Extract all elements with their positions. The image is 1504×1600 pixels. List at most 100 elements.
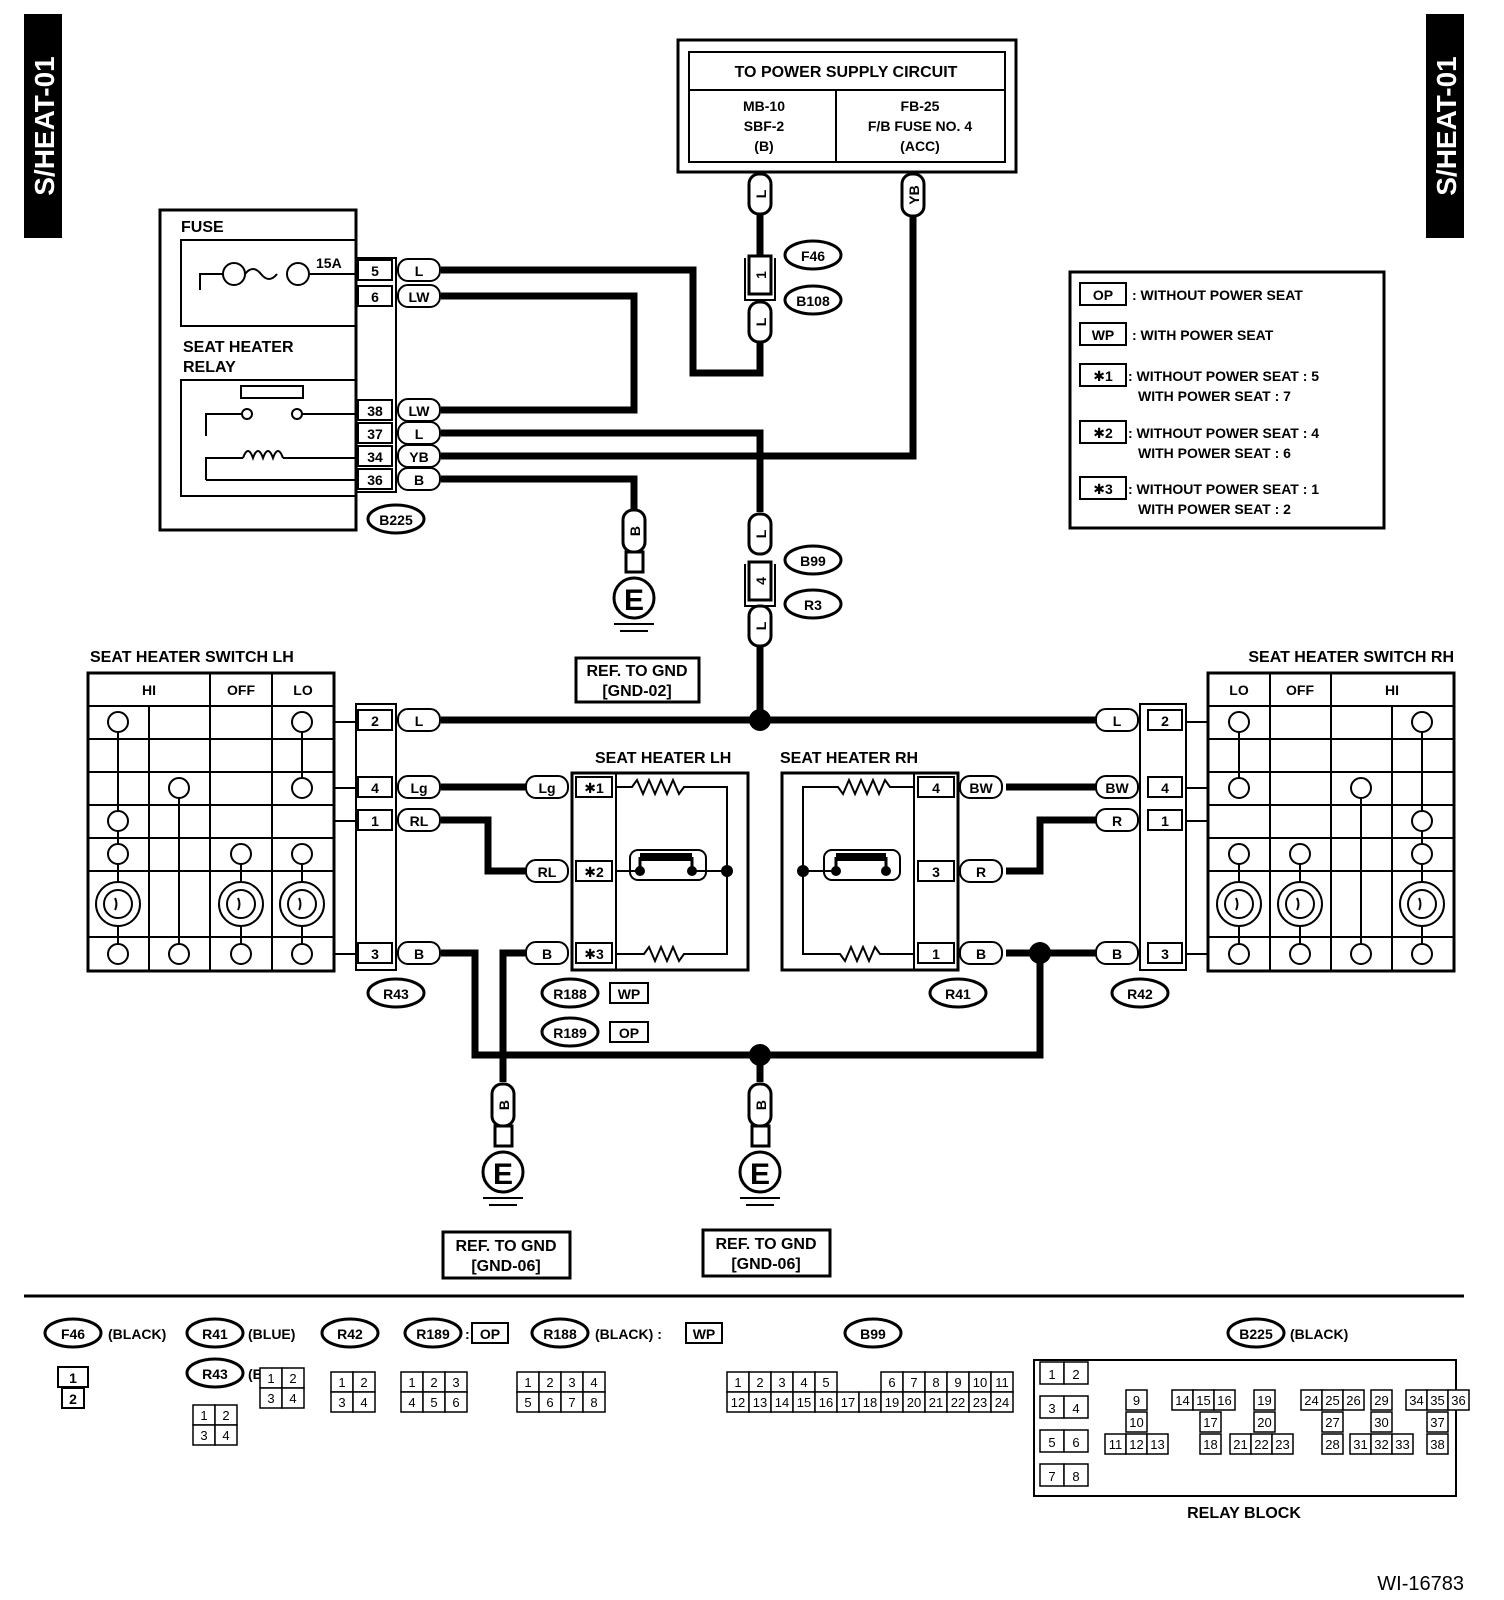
footer-b99-r2-pin-5: 17: [841, 1395, 855, 1410]
footer-b225-pin-31: 32: [1374, 1437, 1388, 1452]
relay-contact-symbol: [205, 385, 356, 436]
switch-rh-col-lo: LO: [1229, 682, 1249, 698]
fuse-rating: 15A: [316, 255, 342, 271]
connector-r189-label: R189: [553, 1025, 587, 1041]
footer-b99-r2-pin-7: 19: [885, 1395, 899, 1410]
r43-pin-2: 1: [371, 813, 379, 829]
relay-label-1: SEAT HEATER: [183, 339, 294, 356]
figure-id: WI-16783: [1377, 1573, 1464, 1595]
legend-note1-line1: : WITHOUT POWER SEAT : 5: [1128, 368, 1319, 384]
r42-pin-2-box: [1147, 809, 1183, 831]
b225-wire-4: YB: [409, 449, 428, 465]
connector-r43: R43: [366, 977, 426, 1009]
footer-b99-r2-pin-1: 13: [753, 1395, 767, 1410]
wire-tag-l-mid-text: L: [753, 317, 769, 326]
footer-b99-r1-pin-7: 8: [932, 1375, 939, 1390]
switch-lh-col-lo: LO: [293, 682, 313, 698]
ground-gnd06-right: B E REF. TO GND [GND-06]: [701, 1082, 832, 1278]
footer-f46-pin-2: 2: [69, 1391, 77, 1407]
heater-lh-wire-1: RL: [538, 864, 557, 880]
footer-b225-pin-21: 22: [1254, 1437, 1268, 1452]
b225-pin-5-box: [357, 468, 393, 490]
r42-pin-1-box: [1147, 776, 1183, 798]
footer-b225-pin-25-cell: [1342, 1389, 1365, 1411]
heater-rh-wire-1-box: [959, 859, 1003, 883]
legend-note3-code: ✱3: [1093, 481, 1113, 497]
r42-wire-2: R: [1112, 813, 1122, 829]
footer-b225-pin-29-cell: [1370, 1411, 1393, 1433]
footer-b225-pin-23: 24: [1304, 1393, 1318, 1408]
ground-gnd06-right-label-2: [GND-06]: [731, 1256, 800, 1273]
ground-gnd02-label-1: REF. TO GND: [586, 663, 687, 680]
footer-r189-pin-3: 4: [408, 1395, 415, 1410]
footer-b225-pin-32: 33: [1395, 1437, 1409, 1452]
connector-b99: B99: [783, 544, 843, 576]
footer-b225-pin-15: 16: [1217, 1393, 1231, 1408]
r43-wire-0: L: [415, 713, 424, 729]
connector-b99-label: B99: [800, 553, 826, 569]
fuse-label: FUSE: [181, 219, 224, 236]
footer-r43-pin-3-cell: [214, 1424, 238, 1446]
heater-lh-pin-1: ✱2: [584, 864, 604, 880]
ground-gnd06-left: B E REF. TO GND [GND-06]: [441, 1082, 572, 1280]
footer-b225-pin-0: 1: [1048, 1367, 1055, 1382]
b225-pin-4-box: [357, 445, 393, 467]
footer-b225-pin-27-cell: [1321, 1433, 1344, 1455]
connector-b225-label: B225: [379, 512, 413, 528]
ground-gnd02-label-2: [GND-02]: [602, 683, 671, 700]
fuse-symbol: [199, 262, 356, 290]
b225-pin-3-box: [357, 422, 393, 444]
heater-lh-wire-0: Lg: [538, 780, 555, 796]
connector-r43-label: R43: [383, 986, 409, 1002]
ground-gnd06-right-wire-tag: B: [753, 1100, 769, 1110]
b225-wire-5-box: [397, 467, 441, 491]
page-code-tab-left: S/HEAT-01: [24, 14, 62, 238]
footer-b225-pin-25: 26: [1346, 1393, 1360, 1408]
footer-b99-r1-pin-6: 7: [910, 1375, 917, 1390]
r43-wire-1: Lg: [410, 780, 427, 796]
footer-b225-pin-10: 11: [1109, 1437, 1123, 1452]
footer-b99-id: B99: [860, 1326, 886, 1342]
footer-b225-pin-9-cell: [1125, 1411, 1148, 1433]
r42-wire-1: BW: [1105, 780, 1129, 796]
r42-pin-0: 2: [1161, 713, 1169, 729]
footer-connectors: F46 (BLACK) 1 2 R41 (BLUE) R43 (BLUE) R4…: [43, 1317, 1470, 1522]
page-code-right: S/HEAT-01: [1431, 56, 1462, 196]
wire-tag-l-b99-top: L: [747, 512, 773, 556]
r43-pin-3-box: [357, 942, 393, 964]
r188-wp-code: WP: [618, 986, 641, 1002]
heater-rh-wire-1: R: [976, 864, 986, 880]
heater-rh-wire-0-box: [959, 775, 1003, 799]
r189-op-code: OP: [619, 1025, 639, 1041]
footer-r189-op: OP: [480, 1326, 500, 1342]
footer-b225-pin-36-cell: [1426, 1411, 1449, 1433]
footer-b225-pin-35-cell: [1447, 1389, 1470, 1411]
power-supply-box: TO POWER SUPPLY CIRCUIT MB-10 SBF-2 (B) …: [676, 38, 1018, 174]
legend-note3-line2: WITH POWER SEAT : 2: [1138, 501, 1291, 517]
footer-b225-pin-37-cell: [1426, 1433, 1449, 1455]
connector-r3-label: R3: [804, 597, 822, 613]
legend-op-code: OP: [1093, 287, 1113, 303]
footer-r188-pin-3: 4: [590, 1375, 597, 1390]
footer-b225-pin-17: 18: [1203, 1437, 1217, 1452]
footer-r41-pin-3: 4: [289, 1391, 296, 1406]
r42-wire-0: L: [1113, 713, 1122, 729]
power-supply-right-1: FB-25: [901, 98, 940, 114]
footer-r188-pin-0: 1: [524, 1375, 531, 1390]
footer-r189-pin-0: 1: [408, 1375, 415, 1390]
footer-r41-id: R41: [202, 1326, 228, 1342]
footer-b225-pin-5: 6: [1072, 1435, 1079, 1450]
r43-connector-strip: [355, 703, 397, 971]
power-supply-right-2: F/B FUSE NO. 4: [868, 118, 972, 134]
footer-r189-pin-5: 6: [452, 1395, 459, 1410]
connector-r42-label: R42: [1127, 986, 1153, 1002]
r43-wire-2: RL: [410, 813, 429, 829]
heater-rh-pin-1: 3: [932, 864, 940, 880]
footer-b99-r1-pin-4: 5: [822, 1375, 829, 1390]
b225-pin-2: 38: [367, 403, 383, 419]
page-code-left: S/HEAT-01: [29, 56, 60, 196]
footer-b225-pin-24: 25: [1325, 1393, 1339, 1408]
b225-pin-1: 6: [371, 289, 379, 305]
ground-gnd02: B E REF. TO GND [GND-02]: [574, 508, 701, 704]
footer-b225-pin-6: 7: [1048, 1469, 1055, 1484]
